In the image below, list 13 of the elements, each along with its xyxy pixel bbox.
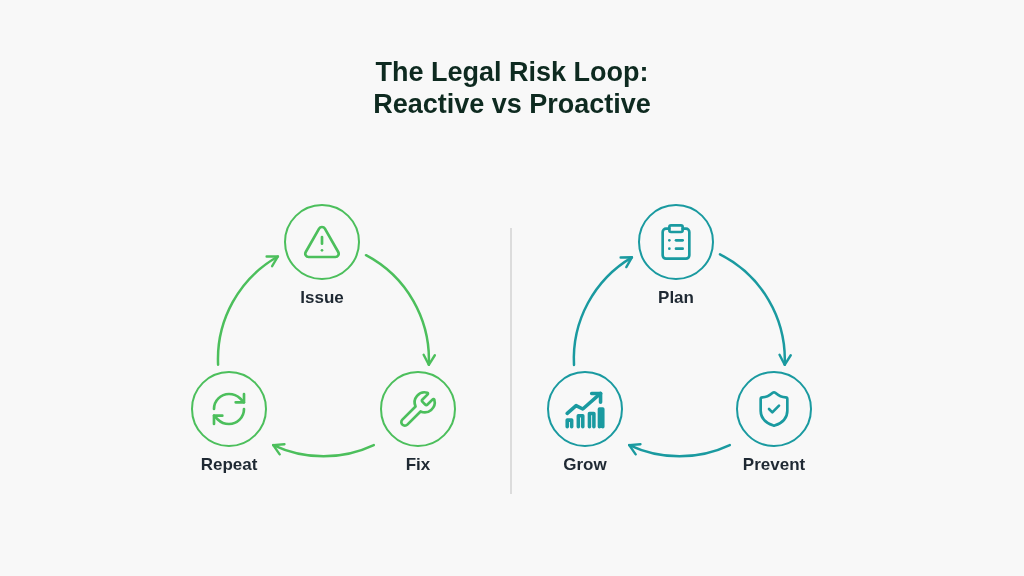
step-label: Grow [563, 454, 607, 476]
curved-arrow [216, 255, 280, 367]
curved-arrow [572, 256, 634, 367]
step-label: Issue [300, 287, 344, 309]
diagram-title: The Legal Risk Loop: Reactive vs Proactive [372, 56, 652, 120]
step-label: Fix [405, 454, 431, 476]
step-label: Prevent [742, 454, 806, 476]
curved-arrow [718, 253, 792, 367]
curved-arrow [627, 442, 732, 458]
step-label: Repeat [200, 454, 258, 476]
curved-arrow [364, 253, 436, 367]
step-label: Plan [658, 287, 694, 309]
curved-arrow [271, 442, 376, 458]
